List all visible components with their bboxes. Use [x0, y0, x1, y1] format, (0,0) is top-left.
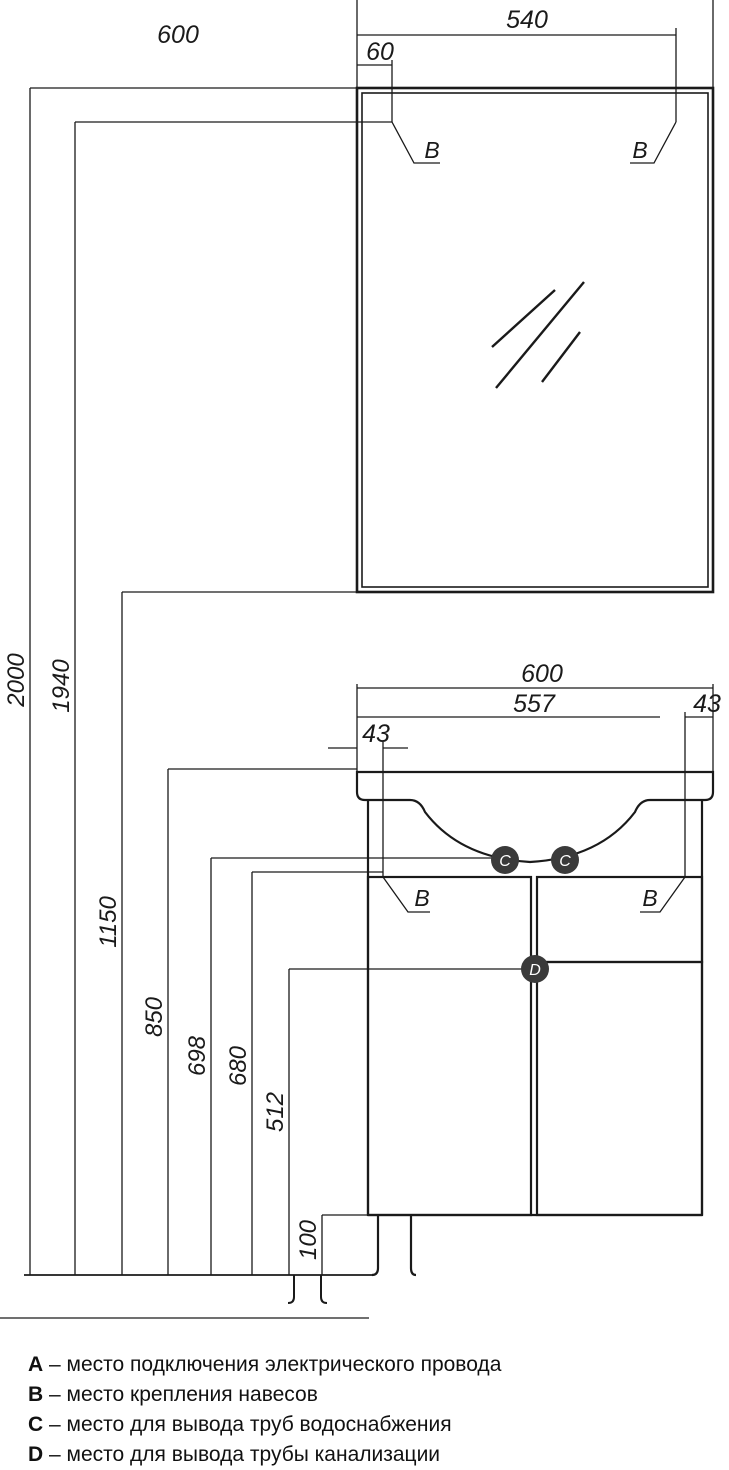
cabinet-hook-marker-left: B — [414, 885, 429, 911]
cabinet-width-label: 600 — [521, 660, 563, 688]
legend-key: D — [28, 1443, 44, 1466]
svg-text:C: C — [499, 853, 511, 870]
basin — [355, 770, 715, 864]
mirror-frame-inner — [361, 92, 709, 588]
svg-text:D: D — [529, 962, 541, 979]
legend-text: – место подключения электрического прово… — [43, 1353, 502, 1376]
height-label-680: 680 — [225, 1045, 252, 1086]
cabinet-side-offset-right-label: 43 — [693, 690, 721, 718]
height-label-1150: 1150 — [95, 896, 122, 948]
drain-outlet: D — [521, 955, 549, 983]
cabinet-hook-leader-right — [640, 876, 686, 913]
svg-text:C: C — [559, 853, 571, 870]
legend-item-d: D – место для вывода трубы канализации — [28, 1440, 718, 1470]
legend-text: – место для вывода труб водоснабжения — [43, 1413, 452, 1436]
legend-item-b: B – место крепления навесов — [28, 1380, 718, 1410]
legend-item-a: A – место подключения электрического про… — [28, 1350, 718, 1380]
mirror-hook-offset-label: 60 — [366, 38, 394, 66]
height-label-698: 698 — [184, 1035, 211, 1076]
legend-text: – место для вывода трубы канализации — [43, 1443, 441, 1466]
mirror-glare — [491, 281, 585, 389]
height-label-2000: 2000 — [3, 653, 30, 708]
mirror-frame-outer — [355, 86, 715, 594]
leg-left — [371, 1215, 380, 1277]
mirror-width-label: 600 — [157, 21, 199, 49]
cabinet-hook-leader-left — [382, 876, 430, 913]
water-outlet-left: C — [491, 846, 519, 874]
legend-item-c: C – место для вывода труб водоснабжения — [28, 1410, 718, 1440]
mirror-hook-spacing-label: 540 — [506, 6, 548, 34]
mirror-hook-leader-left — [391, 121, 440, 164]
legend-key: B — [28, 1383, 44, 1406]
cabinet-inner-width-label: 557 — [513, 690, 556, 718]
height-label-100: 100 — [295, 1219, 322, 1260]
water-outlet-right: C — [551, 846, 579, 874]
door-top-left — [366, 875, 533, 1217]
legend-text: – место крепления навесов — [43, 1383, 318, 1406]
height-label-1940: 1940 — [48, 659, 75, 713]
technical-drawing: C C D 600 540 60 B B 600 557 43 43 B B 2… — [0, 0, 721, 1319]
drawer-top-right — [535, 875, 704, 964]
legend-key: A — [28, 1353, 44, 1376]
mirror-hook-marker-right: B — [632, 137, 647, 163]
door-bottom-right — [535, 960, 704, 1217]
leg-right — [409, 1215, 417, 1277]
mirror-hook-leader-right — [630, 121, 677, 164]
legend: A – место подключения электрического про… — [28, 1350, 718, 1470]
cabinet-side-offset-left-label: 43 — [362, 720, 390, 748]
mirror-hook-marker-left: B — [424, 137, 439, 163]
legend-key: C — [28, 1413, 44, 1436]
height-label-850: 850 — [141, 996, 168, 1037]
cabinet-hook-marker-right: B — [642, 885, 657, 911]
height-label-512: 512 — [262, 1092, 289, 1132]
